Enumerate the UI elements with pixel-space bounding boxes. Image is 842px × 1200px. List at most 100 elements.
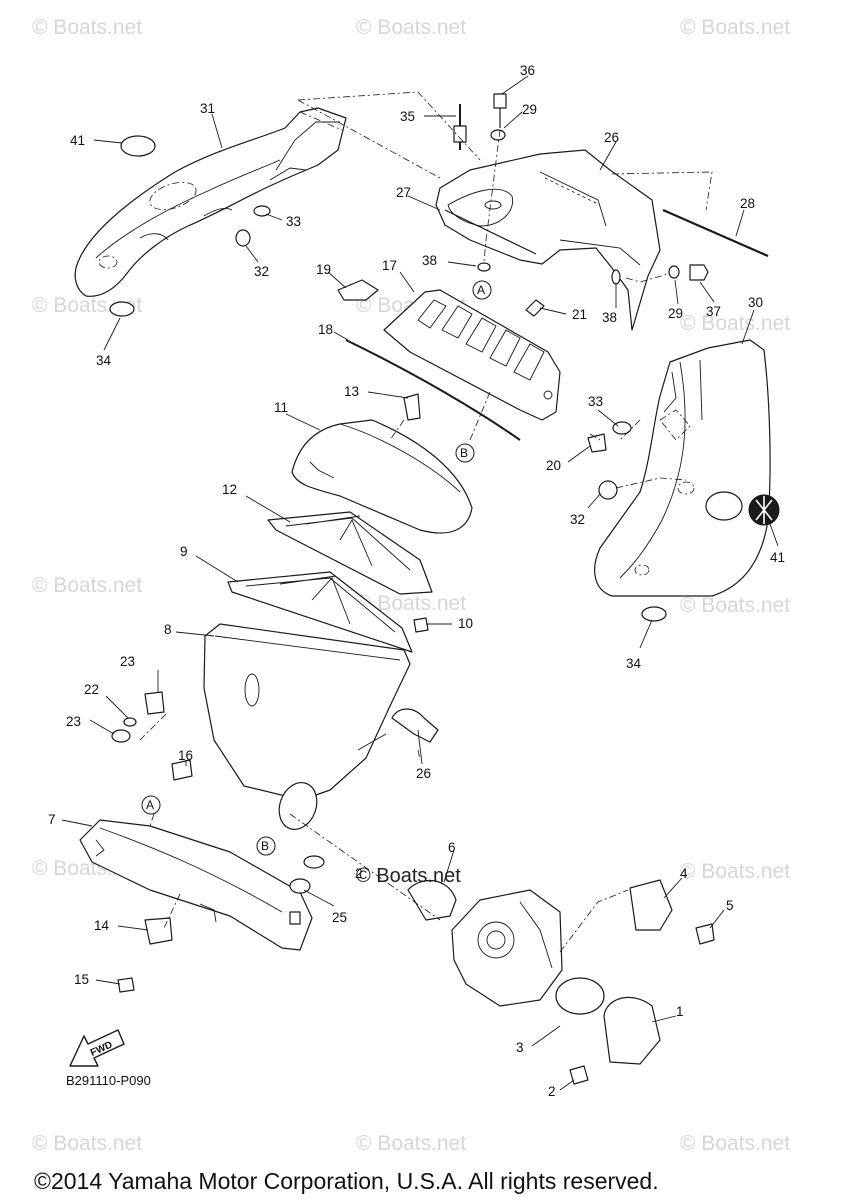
watermark: © Boats.net: [680, 1132, 790, 1155]
callout-30: 29: [668, 306, 683, 321]
watermark: © Boats.net: [32, 574, 142, 597]
part-34-grommet: [612, 421, 632, 435]
part-19-clip: [337, 279, 379, 301]
callout-labels: 41 31 33 32 34 35 36 29 26 27 28 38 38 2…: [48, 63, 785, 1099]
part-39-washer: [477, 262, 491, 272]
alignment-lines: [139, 91, 713, 953]
callout-39: 38: [602, 310, 617, 325]
throttle-body: [451, 889, 563, 1007]
part-30-collar: [490, 129, 506, 141]
callout-37: 36: [520, 63, 535, 78]
part-16-clip: [171, 759, 193, 781]
svg-text:A: A: [146, 798, 154, 812]
part-18-strap: [345, 339, 521, 441]
callout-34: 33: [286, 214, 301, 229]
watermark: © Boats.net: [680, 594, 790, 617]
part-27-top-cover: [435, 149, 661, 331]
callout-35: 34: [96, 353, 112, 368]
part-15-screw: [117, 977, 135, 993]
part-40-bolt: [144, 691, 165, 715]
part-28-strip: [444, 209, 537, 255]
callout-33: 32: [570, 512, 585, 527]
callout-13: 13: [344, 384, 359, 399]
part-24-grommet: [303, 855, 325, 869]
callout-34: 33: [588, 394, 603, 409]
callout-38: 37: [706, 304, 721, 319]
watermark: © Boats.net: [32, 16, 142, 39]
part-33-grommet: [235, 229, 251, 247]
part-36-bolt: [453, 104, 467, 150]
callout-10: 10: [458, 616, 473, 631]
part-4-holder: [629, 879, 673, 931]
part-8-air-box: [203, 623, 411, 830]
part-33-grommet: [598, 480, 618, 500]
callout-7: 7: [48, 812, 56, 827]
callout-31: 30: [748, 295, 763, 310]
part-32-left-scoop: [74, 107, 347, 297]
part-1-joint: [603, 996, 661, 1065]
callout-14: 14: [94, 918, 110, 933]
callout-3: 3: [516, 1040, 524, 1055]
part-39-washer: [611, 269, 621, 285]
callout-1: 1: [676, 1004, 684, 1019]
part-35-grommet: [641, 606, 667, 622]
callout-29: 28: [740, 196, 755, 211]
callout-11: 11: [274, 400, 288, 415]
part-25-grommet: [289, 878, 311, 894]
part-6-clamp: [407, 879, 457, 921]
callout-5: 5: [726, 898, 734, 913]
callout-30: 29: [522, 102, 537, 117]
reference-marker-b: B: [256, 836, 276, 856]
callout-40: 23: [120, 654, 135, 669]
callout-4: 4: [680, 866, 688, 881]
callout-8: 8: [164, 622, 172, 637]
callout-16: 16: [178, 748, 193, 763]
part-29-rod: [662, 208, 769, 258]
diagram-code: B291110-P090: [66, 1073, 151, 1088]
part-21-screw: [525, 299, 545, 317]
part-5-bolt: [695, 923, 715, 945]
callout-18: 18: [318, 322, 333, 337]
watermark: © Boats.net: [356, 16, 466, 39]
part-22-washer: [123, 717, 137, 727]
part-35-grommet: [109, 301, 135, 317]
reference-marker-a: A: [472, 280, 492, 300]
svg-text:A: A: [477, 283, 485, 297]
callout-26: 26: [416, 766, 431, 781]
callout-27: 26: [604, 130, 619, 145]
svg-text:B: B: [460, 446, 468, 460]
watermark: © Boats.net: [32, 1132, 142, 1155]
callout-24-partial: 2: [355, 866, 363, 881]
part-34-grommet: [253, 205, 271, 217]
callout-19: 19: [316, 262, 331, 277]
callout-41: 41: [70, 133, 85, 148]
svg-text:B: B: [261, 839, 269, 853]
part-12-filter-element: [267, 511, 433, 595]
part-23-grommet: [111, 729, 131, 743]
callout-22: 22: [84, 682, 99, 697]
callout-6: 6: [448, 840, 456, 855]
callout-33: 32: [254, 264, 269, 279]
watermark: © Boats.net: [680, 312, 790, 335]
part-7-lower-frame: [79, 819, 313, 951]
callout-32: 31: [200, 101, 215, 116]
part-10-bolt: [413, 617, 429, 633]
callout-28: 27: [396, 185, 411, 200]
copyright-notice: ©2014 Yamaha Motor Corporation, U.S.A. A…: [34, 1168, 659, 1194]
reference-marker-a: A: [141, 795, 161, 815]
part-30-collar: [668, 265, 680, 279]
callout-21: 21: [572, 307, 587, 322]
callout-36: 35: [400, 109, 415, 124]
part-3-clamp: [555, 977, 605, 1015]
callout-23: 23: [66, 714, 81, 729]
part-37-fastener: [493, 93, 507, 128]
callout-20: 20: [546, 458, 561, 473]
callout-15: 15: [74, 972, 89, 987]
part-9-element-frame: [227, 571, 413, 653]
callout-9: 9: [180, 544, 188, 559]
callout-41: 41: [770, 550, 785, 565]
part-31-right-scoop: [594, 339, 771, 597]
watermark-layer: © Boats.net © Boats.net © Boats.net © Bo…: [32, 16, 790, 1155]
callout-35: 34: [626, 656, 642, 671]
